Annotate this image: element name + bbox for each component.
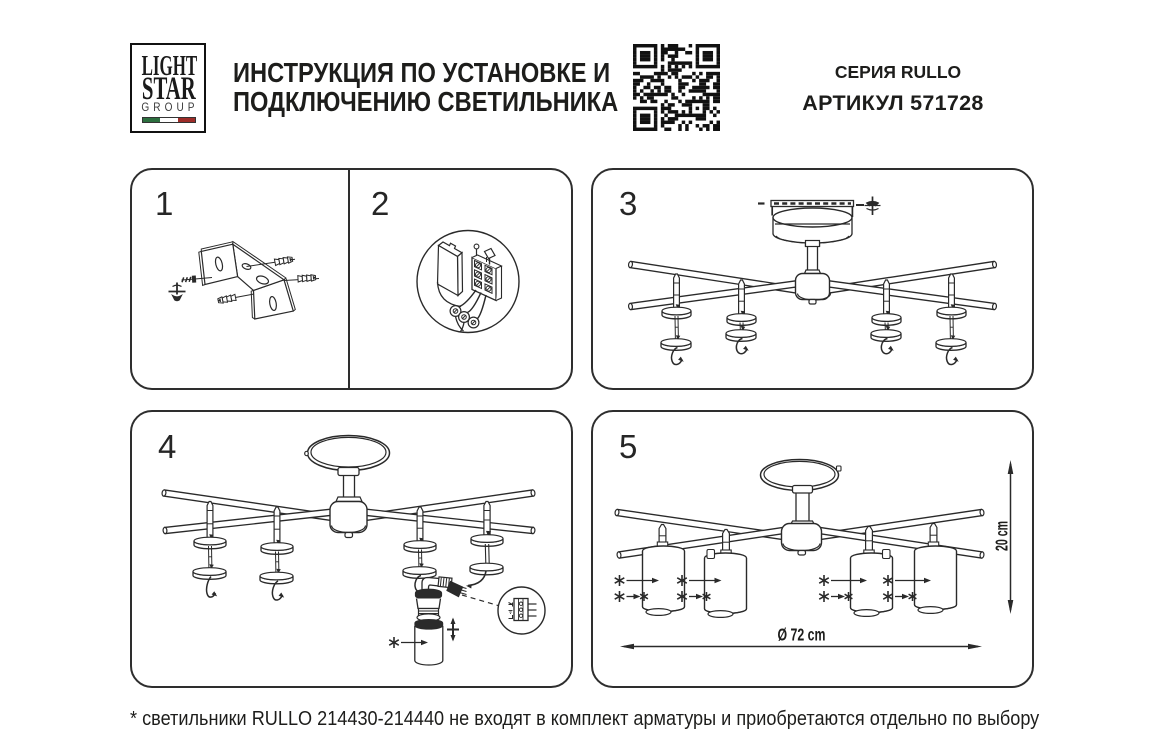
svg-text:20 cm: 20 cm — [992, 521, 1012, 551]
svg-text:Ø 72 cm: Ø 72 cm — [778, 625, 826, 645]
